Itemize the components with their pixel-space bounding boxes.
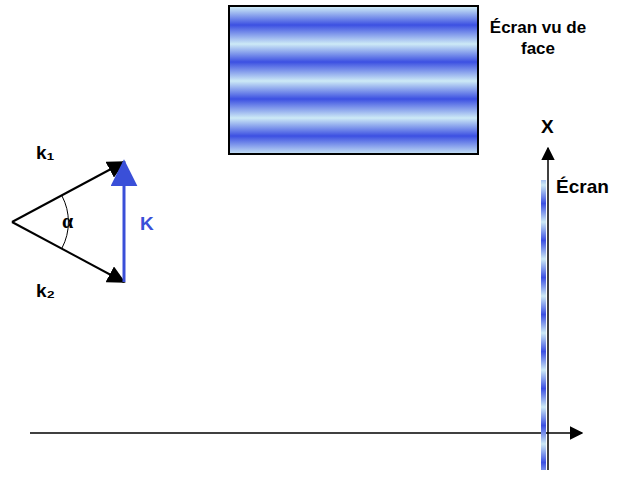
vector-label: Écran	[556, 176, 609, 198]
vector-label: X	[541, 116, 554, 138]
screen-side-view	[541, 180, 546, 470]
screen-front-view: Écran vu de face	[228, 5, 479, 155]
vector-label: α	[62, 210, 73, 233]
screen-caption: Écran vu de face	[482, 17, 594, 59]
optical-axis	[30, 432, 582, 434]
vector-label: k₁	[36, 142, 54, 164]
vector-label: k₂	[36, 280, 55, 302]
k-vector	[123, 162, 126, 282]
x-axis	[547, 148, 549, 470]
vector-label: K	[140, 213, 154, 235]
